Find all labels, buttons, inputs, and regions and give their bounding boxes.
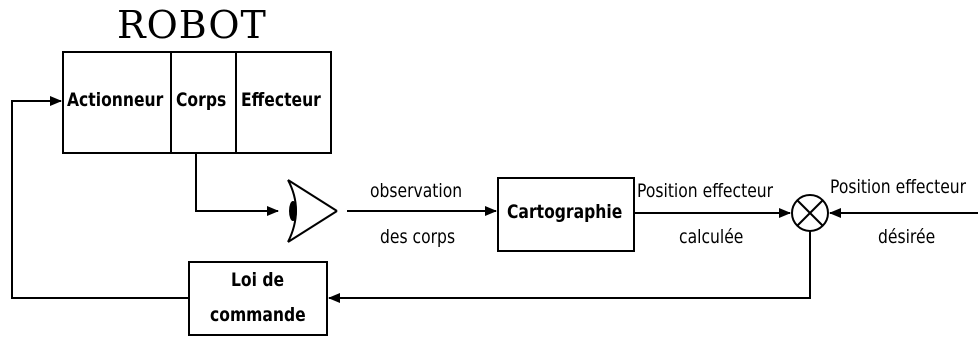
actionneur-label: Actionneur [67,89,164,111]
arrow-corps-to-eye [195,153,279,216]
arrow-loi-to-actionneur [11,96,189,299]
loi-de-commande-line1: Loi de [231,269,285,291]
effecteur-label: Effecteur [241,89,321,111]
cartographie-box [497,177,635,252]
arrow-junction-to-loi [328,231,811,303]
robot-title: ROBOT [117,3,267,47]
desiree-label: désirée [878,226,936,248]
des-corps-label: des corps [380,226,456,248]
position-desiree-label: Position effecteur [830,176,967,198]
cartographie-label: Cartographie [507,201,623,223]
observation-label: observation [370,180,463,202]
loi-de-commande-line2: commande [210,304,306,326]
summing-junction-icon [791,194,829,232]
eye-icon [287,179,338,243]
calculee-label: calculée [679,226,744,248]
robot-block [62,51,332,154]
corps-label: Corps [176,89,227,111]
position-calculee-label: Position effecteur [637,180,774,202]
